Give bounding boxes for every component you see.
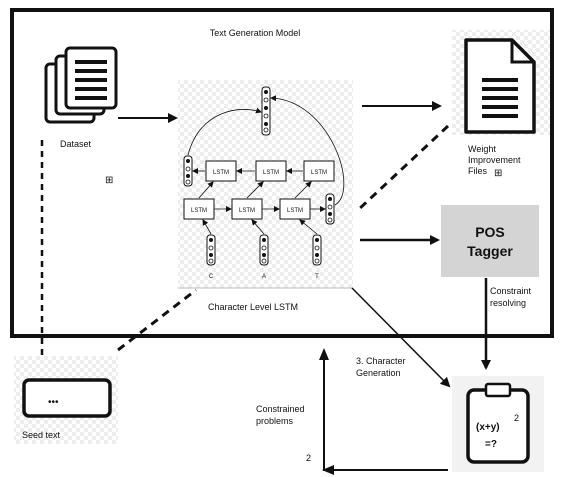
- model-title: Text Generation Model: [210, 28, 301, 38]
- input-node-stacks: [206, 234, 322, 266]
- file-icon: [464, 38, 536, 134]
- dataset-icon: [44, 46, 118, 124]
- weight-files-label-3: Files: [468, 166, 488, 176]
- lstm-cell-label: LSTM: [239, 208, 255, 214]
- pos-tagger-label-1: POS: [475, 224, 505, 240]
- math-exponent: 2: [514, 413, 519, 423]
- constrained-problems-label-1: Constrained: [256, 404, 305, 414]
- seed-text-label: Seed text: [22, 430, 61, 440]
- lstm-cell-label: LSTM: [213, 170, 229, 176]
- constraint-resolving-label-2: resolving: [490, 298, 526, 308]
- lstm-cell-label: LSTM: [191, 208, 207, 214]
- clipboard-icon: [466, 382, 530, 464]
- seed-text-icon: [22, 378, 112, 418]
- weight-files-label-2: Improvement: [468, 155, 521, 165]
- character-generation-label-2: Generation: [356, 368, 401, 378]
- weight-files-label-1: Weight: [468, 144, 496, 154]
- dataset-expand-icon[interactable]: ⊞: [105, 175, 113, 186]
- lstm-input-label: T: [315, 274, 319, 280]
- seed-to-lstm-dashed-line: [117, 288, 197, 352]
- lstm-input-label: A: [262, 274, 266, 280]
- constraint-resolving-label-1: Constraint: [490, 286, 532, 296]
- lstm-network: LSTM LSTM LSTM LSTM LSTM LSTM: [183, 86, 345, 280]
- pos-tagger-label-2: Tagger: [467, 243, 513, 259]
- math-result: =?: [485, 439, 497, 450]
- lstm-cell-label: LSTM: [287, 208, 303, 214]
- seed-text-dots: •••: [48, 397, 59, 408]
- step-two-label: 2: [306, 453, 311, 463]
- weight-files-expand-icon[interactable]: ⊞: [494, 168, 502, 179]
- right-node-stack: [325, 193, 335, 225]
- dataset-label: Dataset: [60, 139, 92, 149]
- lstm-cell: [303, 160, 335, 182]
- left-node-stack: [183, 155, 193, 187]
- model-frame: [10, 8, 554, 338]
- lstm-cell-label: LSTM: [263, 170, 279, 176]
- math-formula: (x+y): [476, 422, 500, 433]
- pos-tagger-box: [441, 205, 539, 277]
- character-generation-label-1: 3. Character: [356, 356, 406, 366]
- lstm-caption: Character Level LSTM: [208, 302, 298, 312]
- lstm-input-label: C: [209, 274, 214, 280]
- constrained-problems-label-2: problems: [256, 416, 294, 426]
- weights-to-lstm-dashed-line: [356, 124, 450, 212]
- lstm-cell-label: LSTM: [311, 170, 327, 176]
- output-node-stack: [261, 86, 271, 136]
- character-generation-arrow: [351, 287, 451, 388]
